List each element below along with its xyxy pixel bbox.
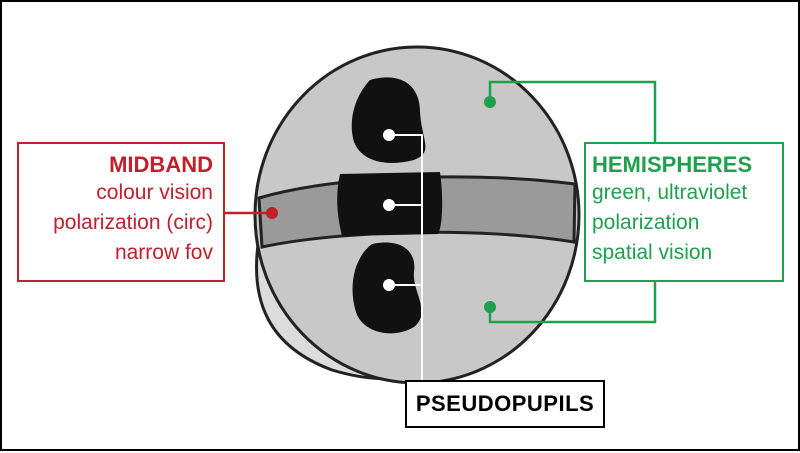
midband-marker xyxy=(266,207,278,219)
pseudopupils-label-box: PSEUDOPUPILS xyxy=(405,380,605,428)
midband-line-3: narrow fov xyxy=(114,241,213,264)
midband-line-1: colour vision xyxy=(96,181,213,204)
midband-line-2: polarization (circ) xyxy=(53,211,213,234)
hemispheres-label-box: HEMISPHERES green, ultraviolet polarizat… xyxy=(584,142,784,282)
hemispheres-line-1: green, ultraviolet xyxy=(592,181,748,204)
pseudopupil-marker-middle xyxy=(383,199,395,211)
pseudopupil-marker-lower xyxy=(383,279,395,291)
pseudopupil-upper xyxy=(351,77,426,163)
pseudopupils-title: PSEUDOPUPILS xyxy=(415,391,595,416)
hemisphere-connector-lower xyxy=(488,282,657,324)
midband-label-box: MIDBAND colour vision polarization (circ… xyxy=(17,142,225,282)
hemisphere-marker-upper xyxy=(484,96,496,108)
hemispheres-line-3: spatial vision xyxy=(592,241,713,264)
hemispheres-title: HEMISPHERES xyxy=(592,152,753,177)
hemisphere-marker-lower xyxy=(484,301,496,313)
hemisphere-connector-upper xyxy=(488,80,657,142)
midband-title: MIDBAND xyxy=(109,152,213,177)
hemispheres-line-2: polarization xyxy=(592,211,700,234)
pseudopupil-marker-upper xyxy=(383,129,395,141)
